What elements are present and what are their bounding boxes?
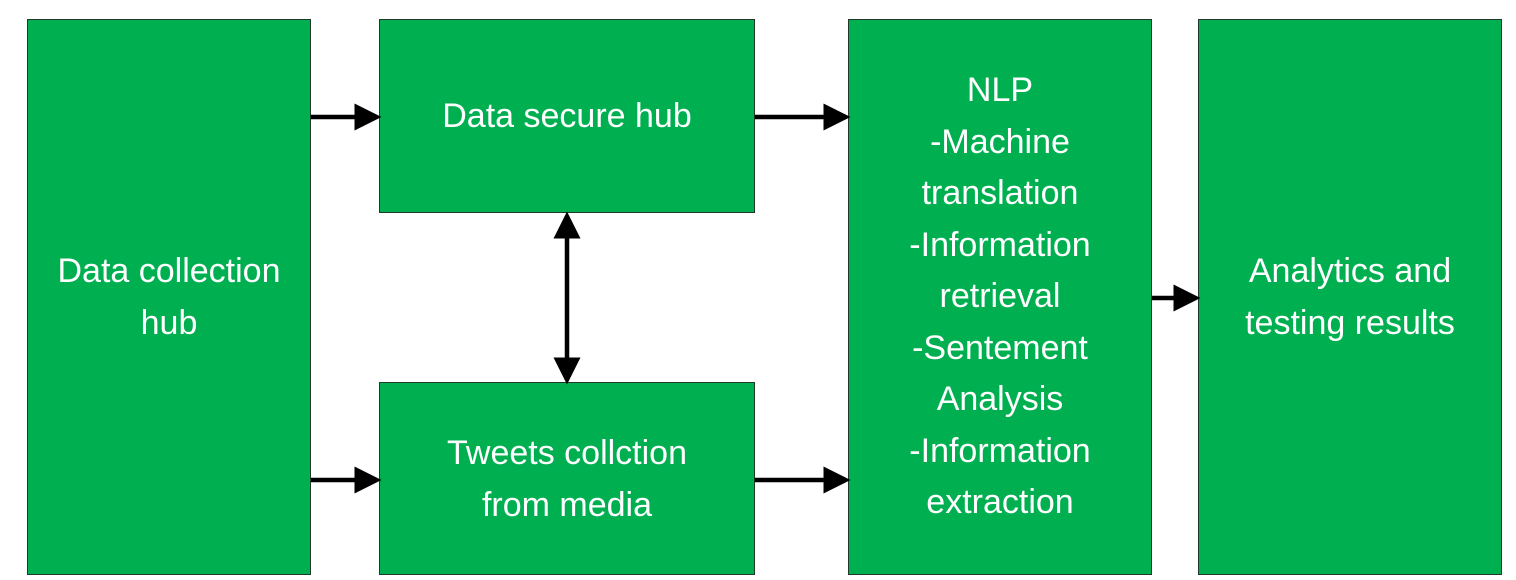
node-label-line: Data collection	[57, 252, 281, 290]
node-label-line: -Information	[909, 431, 1091, 470]
node-data-collection-hub: Data collection hub	[27, 19, 311, 575]
node-label-line: from media	[481, 485, 653, 524]
node-data-secure-hub: Data secure hub	[379, 19, 755, 213]
node-label: Data secure hub	[442, 90, 692, 142]
node-label-line: retrieval	[939, 277, 1061, 316]
node-label-line: translation	[921, 174, 1079, 213]
node-label-line: hub	[140, 304, 198, 342]
node-nlp: NLP -Machine translation -Information re…	[848, 19, 1152, 575]
node-label-line: NLP	[966, 71, 1034, 110]
node-tweets-collection: Tweets collction from media	[379, 382, 755, 575]
node-label-line: Tweets collction	[447, 433, 687, 472]
node-label-line: Analysis	[936, 380, 1064, 419]
node-label-line: Analytics and	[1248, 252, 1452, 290]
node-label-line: Data secure hub	[442, 97, 692, 135]
node-label-line: testing results	[1245, 304, 1455, 342]
node-label-line: extraction	[926, 483, 1074, 522]
node-analytics-results: Analytics and testing results	[1198, 19, 1502, 575]
node-label-line: -Machine	[930, 122, 1070, 161]
node-label: Tweets collction from media	[447, 427, 687, 531]
node-label: Analytics and testing results	[1245, 245, 1455, 349]
node-label-line: -Sentement	[912, 328, 1088, 367]
node-label-line: -Information	[909, 225, 1091, 264]
node-label: Data collection hub	[57, 245, 280, 349]
node-label: NLP -Machine translation -Information re…	[909, 65, 1090, 529]
